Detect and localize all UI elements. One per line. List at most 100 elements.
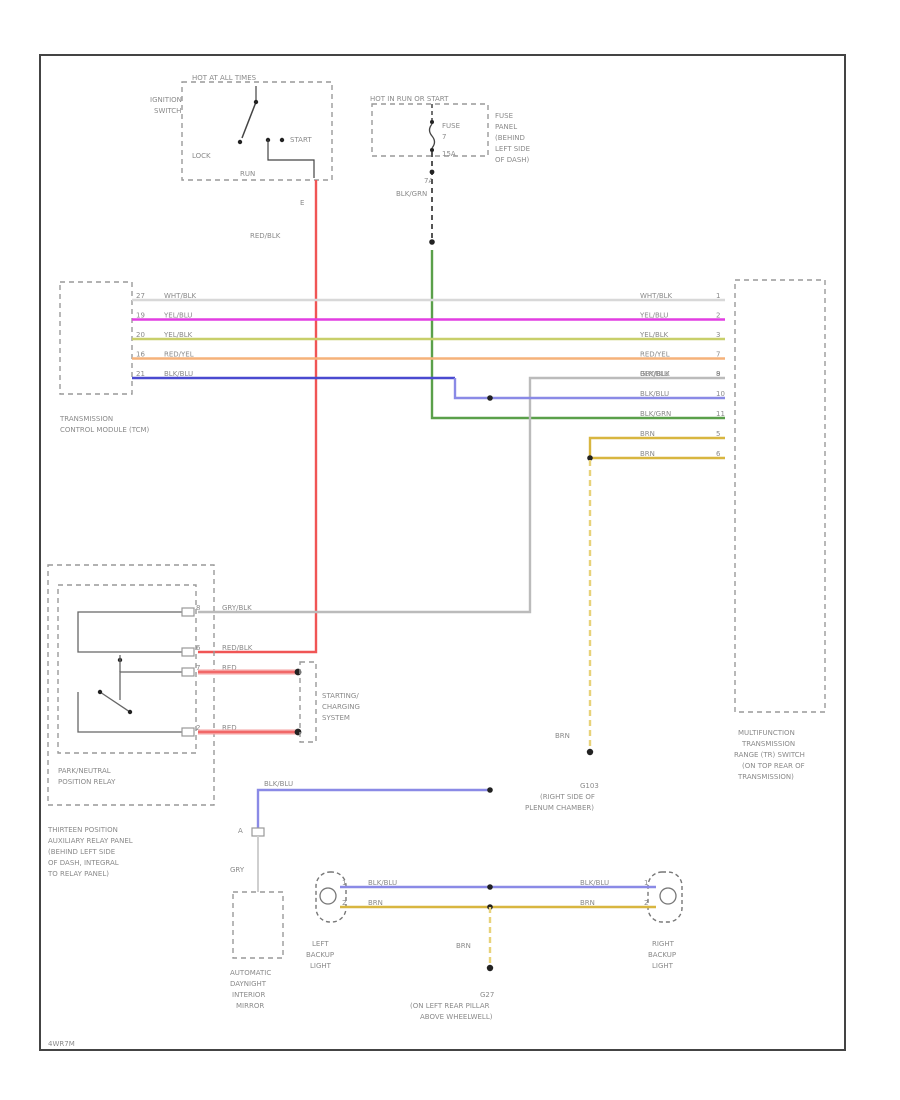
fuse-panel-label: FUSE xyxy=(495,112,513,120)
right-backup-label-3: LIGHT xyxy=(652,962,674,970)
mfs-wire-label: BLK/BLU xyxy=(640,370,669,378)
mirror-label-3: INTERIOR xyxy=(232,991,265,999)
blk-grn-wire xyxy=(430,250,725,420)
relay-wire-label: GRY/BLK xyxy=(222,604,252,612)
right-backup-pin: 2 xyxy=(644,899,648,907)
right-backup-pin: 1 xyxy=(644,879,648,887)
right-backup-label-2: BACKUP xyxy=(648,951,676,959)
mfs-pin-number: 10 xyxy=(716,390,725,398)
aux-panel-label-2: AUXILIARY RELAY PANEL xyxy=(48,837,133,845)
ignition-switch-contacts xyxy=(237,86,315,178)
mfs-wire-label: RED/YEL xyxy=(640,351,670,359)
left-backup-pin: 2 xyxy=(342,899,346,907)
mfs-pin-number: 5 xyxy=(716,430,720,438)
starting-label-3: SYSTEM xyxy=(322,714,350,722)
mfs-wire-label: WHT/BLK xyxy=(640,292,673,300)
fuse-panel-box xyxy=(371,103,489,157)
ignition-switch-label: IGNITION xyxy=(150,96,182,104)
fuse-panel-label-5: OF DASH) xyxy=(495,156,530,164)
mfs-pin-number: 1 xyxy=(716,292,720,300)
mirror-gry-label: GRY xyxy=(230,866,245,874)
aux-panel-label: THIRTEEN POSITION xyxy=(47,826,118,834)
starting-label-2: CHARGING xyxy=(322,703,360,711)
relay-connector xyxy=(181,647,195,657)
aux-panel-label-4: OF DASH, INTEGRAL xyxy=(48,859,119,867)
brn-wire-pin-5 xyxy=(588,436,725,458)
mirror-box xyxy=(232,891,284,959)
pnp-label-2: POSITION RELAY xyxy=(58,778,116,786)
right-backup-wire-label: BRN xyxy=(580,899,595,907)
relay-pin-number: 8 xyxy=(196,604,200,612)
relay-wire-label: RED xyxy=(222,664,237,672)
mfs-pin-number: 11 xyxy=(716,410,725,418)
ignition-pin-e: E xyxy=(300,199,304,207)
tcm-pin-number: 21 xyxy=(136,370,145,378)
left-backup-wire-label: BRN xyxy=(368,899,383,907)
tcm-pin-number: 19 xyxy=(136,312,145,320)
park-neutral-relay-box xyxy=(57,584,197,754)
fuse-splice xyxy=(429,239,435,245)
mirror-label: AUTOMATIC xyxy=(230,969,271,977)
mirror-wire-label: BLK/BLU xyxy=(264,780,293,788)
mfs-pin-number: 3 xyxy=(716,331,720,339)
left-backup-label-3: LIGHT xyxy=(310,962,332,970)
g103-label-2: (RIGHT SIDE OF xyxy=(540,793,595,801)
mfs-label-2: TRANSMISSION xyxy=(741,740,795,748)
gry-blk-wire xyxy=(198,376,725,614)
tcm-pin-number: 27 xyxy=(136,292,145,300)
mfs-pin-number: 8 xyxy=(716,370,720,378)
mfs-label: MULTIFUNCTION xyxy=(738,729,795,737)
relay-connector xyxy=(181,667,195,677)
fuse-rating: 15A xyxy=(442,150,456,158)
fuse-label: FUSE xyxy=(442,122,460,130)
relay-coil-and-contacts xyxy=(77,611,182,733)
s101-splice xyxy=(487,787,493,793)
tcm-wire-label: WHT/BLK xyxy=(164,292,197,300)
auxiliary-relay-panel-box xyxy=(47,564,215,806)
tcm-wire-label: RED/YEL xyxy=(164,351,194,359)
mfs-label-4: (ON TOP REAR OF xyxy=(742,762,805,770)
left-backup-wire-label: BLK/BLU xyxy=(368,879,397,887)
left-backup-label: LEFT xyxy=(312,940,329,948)
g103-label: G103 xyxy=(580,782,599,790)
ignition-switch-box xyxy=(181,81,333,181)
g103-label-3: PLENUM CHAMBER) xyxy=(525,804,594,812)
tcm-label-2: CONTROL MODULE (TCM) xyxy=(60,426,150,434)
relay-connector xyxy=(181,607,195,617)
g27-label-3: ABOVE WHEELWELL) xyxy=(420,1013,493,1021)
fuse-splice-top xyxy=(429,169,435,175)
fuse-number: 7 xyxy=(442,133,446,141)
fuse-wire-blk-grn-label: BLK/GRN xyxy=(396,190,427,198)
left-backup-label-2: BACKUP xyxy=(306,951,334,959)
ignition-wire-red-blk-label: RED/BLK xyxy=(250,232,281,240)
blk-blu-splice xyxy=(487,395,493,401)
left-backup-light xyxy=(315,871,347,923)
g27-label-2: (ON LEFT REAR PILLAR xyxy=(410,1002,490,1010)
red-blk-ignition-wire xyxy=(198,180,318,654)
mfs-wire-label: YEL/BLU xyxy=(639,312,668,320)
multifunction-switch-box xyxy=(734,279,826,713)
start-label: START xyxy=(290,136,312,144)
fuse-panel-label-4: LEFT SIDE xyxy=(495,145,530,153)
right-backup-label: RIGHT xyxy=(652,940,675,948)
relay-pin-number: 7 xyxy=(196,664,200,672)
mfs-wire-label: BRN xyxy=(640,430,655,438)
mirror-blk-blu-wire xyxy=(256,788,490,828)
mfs-label-5: TRANSMISSION) xyxy=(737,773,794,781)
mirror-label-4: MIRROR xyxy=(236,1002,264,1010)
mirror-pin-a: A xyxy=(238,827,243,835)
hot-in-run-or-start-label: HOT IN RUN OR START xyxy=(370,95,449,103)
brn-splice xyxy=(587,455,593,461)
starting-label: STARTING/ xyxy=(322,692,359,700)
run-label: RUN xyxy=(240,170,255,178)
mfs-pin-number: 7 xyxy=(716,351,720,359)
right-backup-wire-label: BLK/BLU xyxy=(580,879,609,887)
mirror-connector xyxy=(251,827,265,837)
mfs-pin-number: 6 xyxy=(716,450,721,458)
mfs-wire-label: BRN xyxy=(640,450,655,458)
footer-code: 4WR7M xyxy=(48,1040,75,1048)
right-backup-light xyxy=(647,871,683,923)
lock-label: LOCK xyxy=(192,152,211,160)
